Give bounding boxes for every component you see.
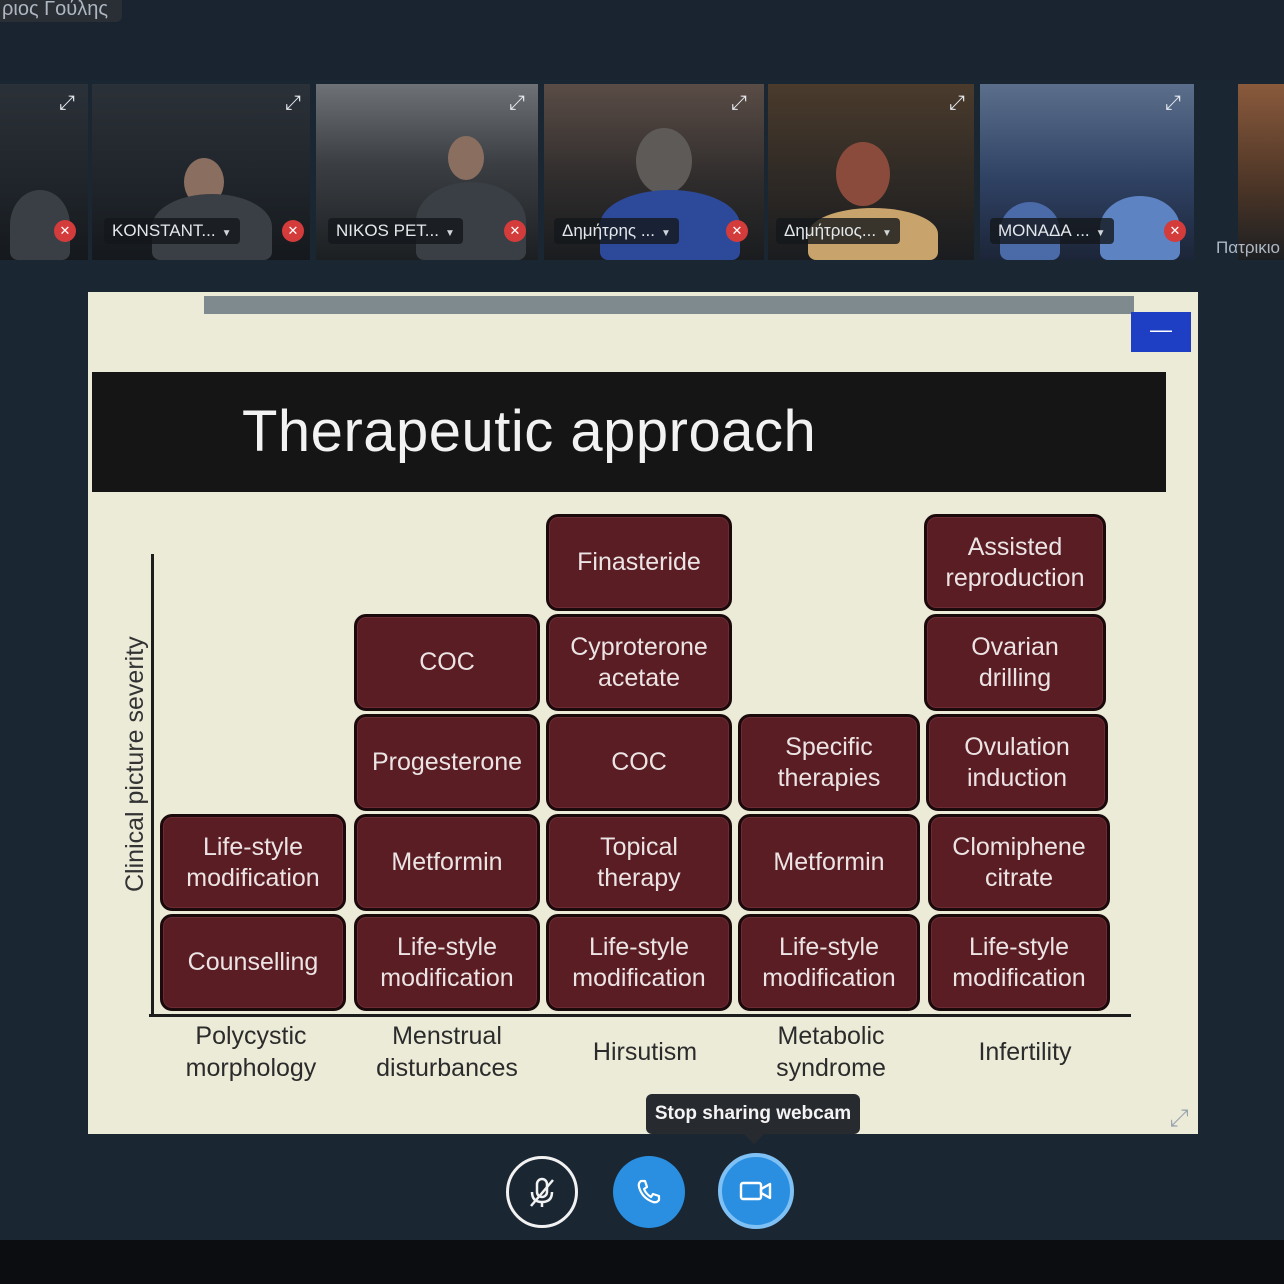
expand-icon[interactable]: ⤢: [509, 92, 525, 114]
webcam-tile[interactable]: ✕ ⤢: [0, 84, 88, 260]
therapy-box: Life-style modification: [160, 814, 346, 911]
participant-head: [448, 136, 484, 180]
therapy-box: Life-style modification: [546, 914, 732, 1011]
top-bar: [0, 0, 1284, 80]
webcam-tile[interactable]: KONSTANT...▼ ✕ ⤢: [92, 84, 310, 260]
webcam-tile[interactable]: Δημήτρης ...▼ ✕ ⤢: [544, 84, 764, 260]
minimize-button[interactable]: —: [1131, 312, 1191, 352]
therapy-box: Counselling: [160, 914, 346, 1011]
video-camera-icon: [739, 1181, 772, 1201]
category-label: Hirsutism: [592, 1038, 698, 1066]
expand-icon[interactable]: ⤢: [1165, 92, 1181, 114]
tooltip: Stop sharing webcam: [646, 1094, 860, 1134]
category-label: Menstrual disturbances: [376, 1022, 518, 1082]
therapy-box: Assisted reproduction: [924, 514, 1106, 611]
therapy-box: Metformin: [354, 814, 540, 911]
x-axis: [149, 1014, 1131, 1017]
mute-button[interactable]: [506, 1156, 578, 1228]
screen-bezel: [0, 1240, 1284, 1284]
title-band: Therapeutic approach: [92, 372, 1166, 492]
chevron-down-icon[interactable]: ▼: [1095, 228, 1106, 239]
participant-head: [836, 142, 890, 206]
therapy-box: Metformin: [738, 814, 920, 911]
phone-icon: [637, 1179, 661, 1204]
y-axis: [151, 554, 154, 1016]
mic-off-icon: ✕: [1164, 220, 1186, 242]
minus-icon: —: [1150, 317, 1172, 342]
mic-off-icon: [530, 1177, 554, 1207]
webcam-label: Δημήτριος...▼: [776, 218, 900, 244]
therapy-chart: Clinical picture severity Counselling Li…: [88, 502, 1198, 1134]
mic-off-icon: ✕: [504, 220, 526, 242]
therapy-box: COC: [354, 614, 540, 711]
expand-icon[interactable]: ⤢: [1169, 1105, 1189, 1132]
webcam-tile[interactable]: [1238, 84, 1284, 260]
expand-icon[interactable]: ⤢: [949, 92, 965, 114]
therapy-box: Ovulation induction: [926, 714, 1108, 811]
slide-top-bar: [204, 296, 1134, 314]
therapy-box: Progesterone: [354, 714, 540, 811]
expand-icon[interactable]: ⤢: [59, 92, 75, 114]
expand-icon[interactable]: ⤢: [285, 92, 301, 114]
therapy-box: Life-style modification: [738, 914, 920, 1011]
therapy-box: Life-style modification: [928, 914, 1110, 1011]
stop-webcam-button[interactable]: [718, 1153, 794, 1229]
webcam-label: Πατρικιο: [1216, 238, 1280, 257]
category-label: Infertility: [978, 1038, 1072, 1066]
therapy-box: Life-style modification: [354, 914, 540, 1011]
category-label: Metabolic syndrome: [776, 1022, 886, 1082]
category-label: Polycystic morphology: [185, 1022, 317, 1082]
mic-off-icon: ✕: [54, 220, 76, 242]
webcam-label: ΜΟΝΑΔΑ ...▼: [990, 218, 1114, 244]
webcam-tile[interactable]: Δημήτριος...▼ ⤢: [768, 84, 974, 260]
therapy-box: Specific therapies: [738, 714, 920, 811]
expand-icon[interactable]: ⤢: [731, 92, 747, 114]
tooltip-arrow: [744, 1134, 764, 1144]
mic-off-icon: ✕: [282, 220, 304, 242]
therapy-box: Topical therapy: [546, 814, 732, 911]
presenter-name: ριος Γούλης: [0, 0, 122, 22]
participant-head: [636, 128, 692, 194]
webcam-label: NIKOS PET...▼: [328, 218, 463, 244]
therapy-box: Cyproterone acetate: [546, 614, 732, 711]
webcam-label: KONSTANT...▼: [104, 218, 240, 244]
webcam-tile[interactable]: ΜΟΝΑΔΑ ...▼ ✕ ⤢: [980, 84, 1194, 260]
slide-title: Therapeutic approach: [242, 399, 817, 464]
chevron-down-icon[interactable]: ▼: [221, 228, 232, 239]
chevron-down-icon[interactable]: ▼: [661, 228, 671, 239]
therapy-box: Ovarian drilling: [924, 614, 1106, 711]
chevron-down-icon[interactable]: ▼: [444, 228, 455, 239]
mic-off-icon: ✕: [726, 220, 748, 242]
therapy-box: Clomiphene citrate: [928, 814, 1110, 911]
webcam-label: Δημήτρης ...▼: [554, 218, 679, 244]
chevron-down-icon[interactable]: ▼: [882, 228, 892, 239]
webcam-tile[interactable]: NIKOS PET...▼ ✕ ⤢: [316, 84, 538, 260]
leave-audio-button[interactable]: [613, 1156, 685, 1228]
shared-slide: — Therapeutic approach Clinical picture …: [88, 292, 1198, 1134]
therapy-box: COC: [546, 714, 732, 811]
therapy-box: Finasteride: [546, 514, 732, 611]
